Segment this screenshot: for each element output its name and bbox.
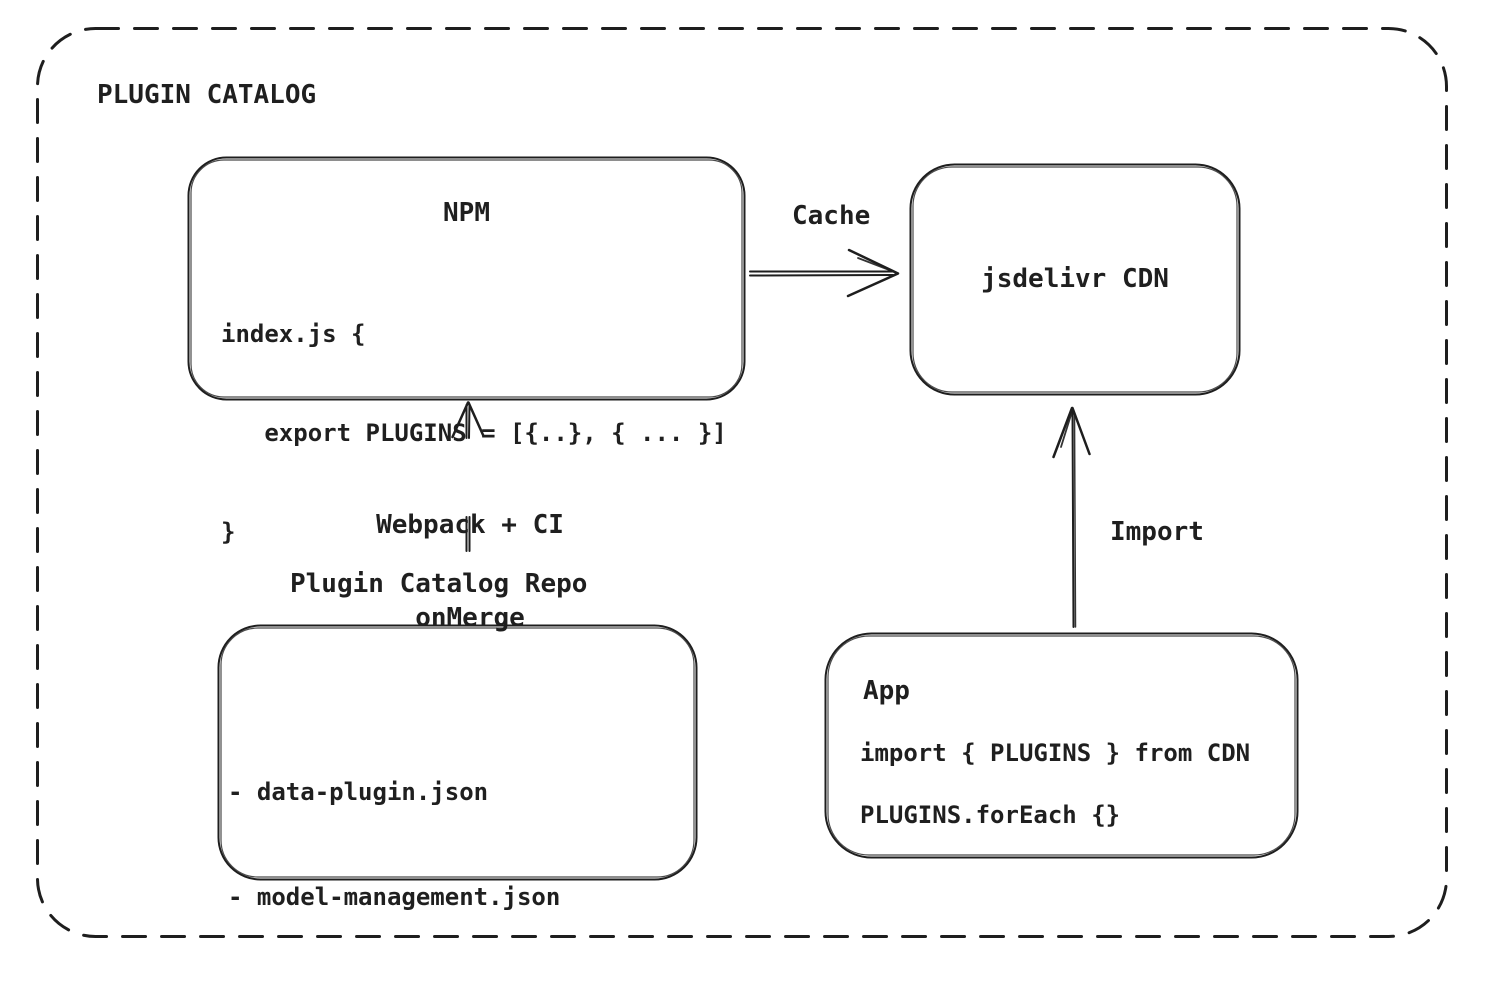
npm-code-block: index.js { export PLUGINS = [{..}, { ...… xyxy=(221,252,727,615)
repo-file-item: ... xyxy=(228,988,272,1002)
npm-node-title: NPM xyxy=(443,198,490,228)
app-code-line: import { PLUGINS } from CDN xyxy=(860,739,1251,767)
build-edge-label-line2: onMerge xyxy=(415,603,525,633)
build-arrow xyxy=(451,401,485,439)
repo-node-label: Plugin Catalog Repo xyxy=(290,569,588,599)
npm-code-line: index.js { xyxy=(221,320,366,348)
cache-arrow xyxy=(749,248,900,298)
repo-file-item: - model-management.json xyxy=(228,883,561,911)
repo-box-shape xyxy=(217,624,698,881)
diagram-title: PLUGIN CATALOG xyxy=(97,80,317,110)
import-edge-label: Import xyxy=(1110,517,1204,547)
npm-code-line: } xyxy=(221,518,236,546)
app-node-title: App xyxy=(863,676,910,706)
build-connector-line xyxy=(465,516,471,552)
build-edge-label-line1: Webpack + CI xyxy=(376,510,564,540)
build-edge-label: Webpack + CI onMerge xyxy=(320,448,620,696)
catalog-boundary xyxy=(36,27,1448,938)
npm-code-line: export PLUGINS = [{..}, { ... }] xyxy=(221,419,727,447)
cache-edge-label: Cache xyxy=(792,201,871,231)
app-code-line: PLUGINS.forEach {} xyxy=(860,801,1121,829)
repo-file-list: - data-plugin.json - model-management.js… xyxy=(228,705,560,1002)
cdn-node-title: jsdelivr CDN xyxy=(981,264,1169,294)
import-arrow xyxy=(1052,406,1091,628)
cdn-box-shape xyxy=(909,163,1241,396)
app-box-shape xyxy=(824,632,1299,859)
repo-file-item: - data-plugin.json xyxy=(228,778,489,806)
npm-box-shape xyxy=(187,156,746,401)
